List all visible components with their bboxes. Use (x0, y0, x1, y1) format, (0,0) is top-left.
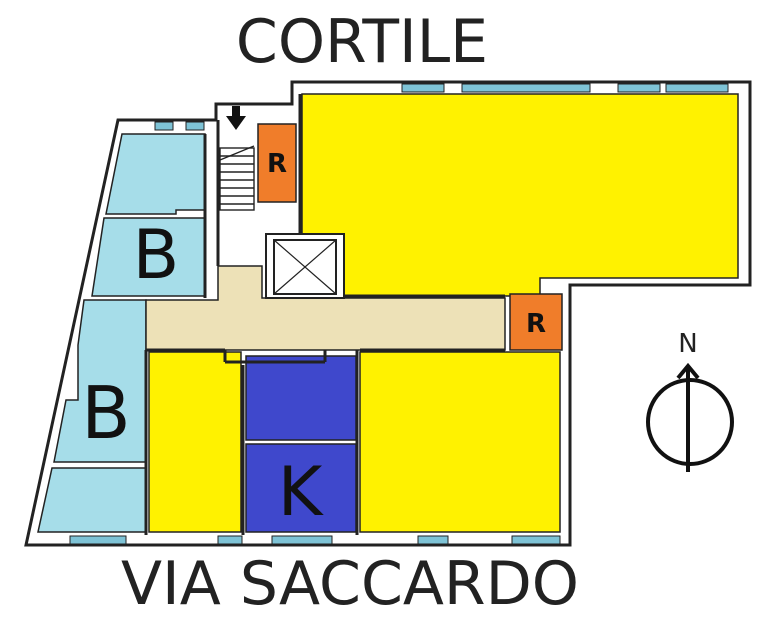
entrance-arrow-icon (226, 106, 246, 130)
room-b-lower-label: B (81, 371, 130, 455)
room-r-left (257, 123, 297, 203)
room-r-right-label: R (526, 309, 546, 339)
room-yellow-north (301, 93, 739, 297)
top-label: CORTILE (236, 7, 488, 77)
room-r-left-label: R (267, 149, 287, 179)
room-k-label: K (278, 453, 325, 532)
room-yellow-southwest (148, 351, 242, 533)
north-label: N (678, 329, 697, 359)
room-b-upper-north (105, 133, 206, 215)
north-compass-icon: N (646, 329, 734, 472)
room-k-north (245, 355, 357, 441)
windows-south (69, 535, 561, 545)
room-r-right (509, 293, 563, 351)
stairs-icon (219, 145, 255, 211)
room-yellow-southeast (359, 351, 561, 533)
room-b-upper-label: B (133, 216, 180, 295)
room-k (245, 443, 357, 533)
room-b-lower-south (37, 467, 147, 533)
windows-north (154, 83, 729, 131)
bottom-label: VIA SACCARDO (121, 549, 579, 619)
elevator-icon (265, 233, 345, 299)
